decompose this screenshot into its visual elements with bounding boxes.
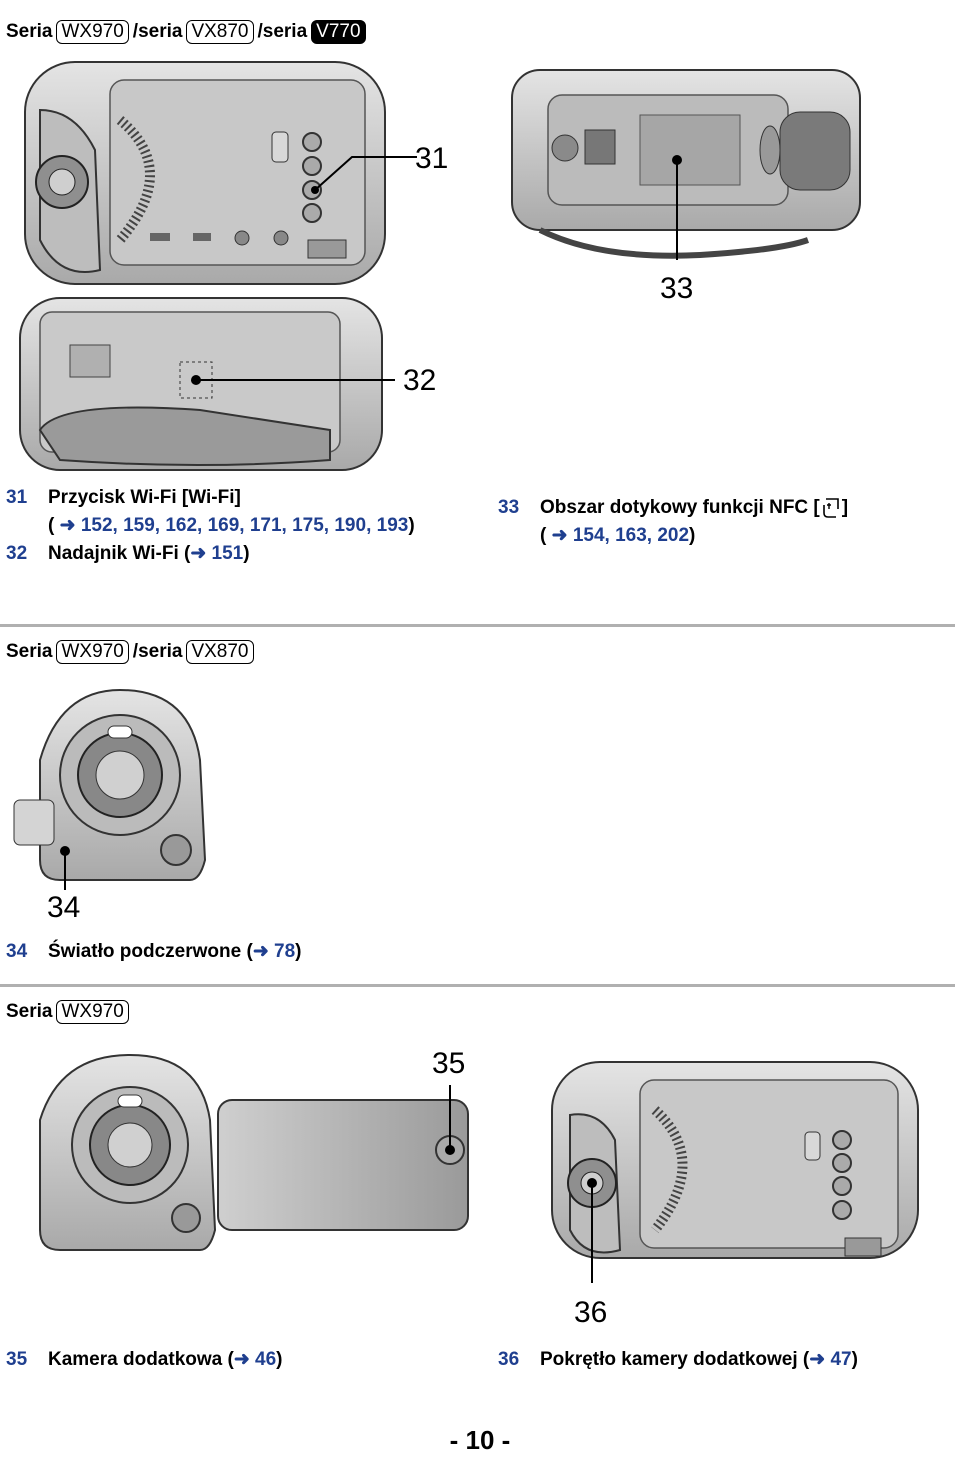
camera-side-view-left [24,61,417,285]
page-refs[interactable]: 151 [211,543,244,564]
page-refs[interactable]: 47 [830,1349,852,1370]
callout-34: 34 [47,891,80,924]
callout-35: 35 [432,1047,465,1080]
callout-36: 36 [574,1296,607,1329]
item-number: 34 [6,941,28,962]
item-number: 31 [6,487,28,508]
item-title: Światło podczerwone ( [48,941,253,962]
item-number: 35 [6,1349,28,1370]
item-title: Przycisk Wi-Fi [Wi-Fi] [48,487,241,508]
camera-top-view [511,69,861,260]
section-divider [0,984,955,987]
series-label: Seria [6,1001,53,1022]
camera-side-view-strap [19,297,395,471]
callout-33: 33 [660,272,693,305]
page-refs[interactable]: 46 [255,1349,277,1370]
item-title: Nadajnik Wi-Fi ( [48,543,191,564]
camera-side-view-right [551,1061,919,1283]
arrow-ref-icon: ➜ [54,515,81,536]
series-separator: /seria [257,21,308,42]
item-number: 32 [6,543,28,564]
nfc-touch-icon [820,497,842,519]
camera-front-view [13,688,207,890]
item-title-end: ] [841,497,849,518]
arrow-ref-icon: ➜ [252,941,275,962]
arrow-ref-icon: ➜ [190,543,212,564]
page-refs[interactable]: 152, 159, 162, 169, 171, 175, 190, 193 [80,515,409,536]
series-header-3: Seria WX970 [6,1000,129,1024]
arrow-ref-icon: ➜ [546,525,573,546]
camera-front-open-view [39,1053,469,1251]
model-badge-wx970: WX970 [56,1000,129,1024]
callout-32: 32 [403,364,436,397]
model-badge-wx970: WX970 [56,20,129,44]
callout-31: 31 [415,142,448,175]
series-separator: /seria [132,21,183,42]
model-badge-vx870: VX870 [186,640,254,664]
model-badge-v770: V770 [311,20,366,44]
series-separator: /seria [132,641,183,662]
arrow-ref-icon: ➜ [809,1349,831,1370]
item-title: Kamera dodatkowa ( [48,1349,234,1370]
series-label: Seria [6,21,53,42]
page-refs[interactable]: 154, 163, 202 [572,525,690,546]
series-label: Seria [6,641,53,662]
item-number: 33 [498,497,520,518]
section-divider [0,624,955,627]
model-badge-wx970: WX970 [56,640,129,664]
item-title: Obszar dotykowy funkcji NFC [ [540,497,820,518]
item-title: Pokrętło kamery dodatkowej ( [540,1349,810,1370]
page-number: - 10 - [449,1425,511,1455]
series-header-1: Seria WX970 /seria VX870 /seria V770 [6,20,366,44]
page-refs[interactable]: 78 [274,941,296,962]
model-badge-vx870: VX870 [186,20,254,44]
series-header-2: Seria WX970 /seria VX870 [6,640,254,664]
arrow-ref-icon: ➜ [233,1349,256,1370]
item-number: 36 [498,1349,520,1370]
